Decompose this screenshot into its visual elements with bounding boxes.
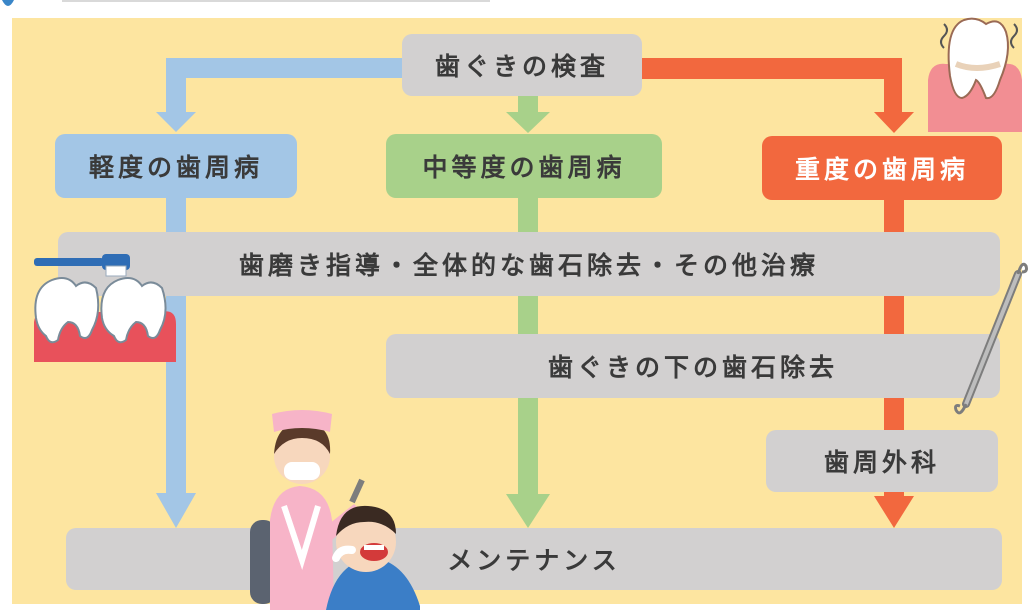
drop-icon <box>2 0 14 6</box>
periodontal-surgery-node: 歯周外科 <box>766 430 998 492</box>
dentist-patient-illustration <box>250 410 420 610</box>
dental-probe-icon <box>954 262 1028 415</box>
start-node: 歯ぐきの検査 <box>402 34 642 96</box>
severe-level-node: 重度の歯周病 <box>762 136 1002 200</box>
maintenance-node: メンテナンス <box>66 528 1002 590</box>
mild-level-node: 軽度の歯周病 <box>55 134 297 198</box>
toothbrush-teeth-icon <box>34 254 176 362</box>
top-divider <box>62 0 490 2</box>
common-treatment-node: 歯磨き指導・全体的な歯石除去・その他治療 <box>58 232 1000 296</box>
subgingival-cleaning-node: 歯ぐきの下の歯石除去 <box>386 334 1000 398</box>
receding-gum-tooth-icon <box>928 17 1022 132</box>
moderate-level-node: 中等度の歯周病 <box>386 134 662 198</box>
